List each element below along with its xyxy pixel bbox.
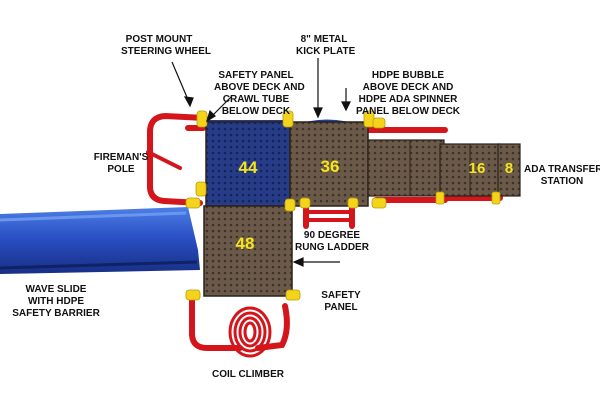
deck-48-label: 48 bbox=[236, 234, 255, 253]
label-kick-plate-line1: 8" METAL bbox=[300, 34, 348, 45]
label-hdpe-bubble-line3: HDPE ADA SPINNER bbox=[358, 94, 458, 105]
label-safety-panel: SAFETY PANEL bbox=[316, 290, 366, 314]
label-safety-panel-line1: SAFETY bbox=[321, 290, 361, 301]
deck-36: 36 bbox=[289, 121, 369, 207]
label-rung-ladder-line2: RUNG LADDER bbox=[295, 242, 369, 253]
label-safety-panel-line2: PANEL bbox=[324, 302, 358, 313]
label-wave-slide-line2: WITH HDPE bbox=[27, 296, 85, 307]
label-steering-wheel: POST MOUNT STEERING WHEEL bbox=[121, 34, 212, 58]
deck-44-label: 44 bbox=[239, 158, 258, 177]
label-ada-transfer-line1: ADA TRANSFER bbox=[524, 164, 600, 175]
label-coil-climber-line1: COIL CLIMBER bbox=[211, 369, 285, 380]
callout-arrows bbox=[171, 58, 351, 267]
label-wave-slide: WAVE SLIDE WITH HDPE SAFETY BARRIER bbox=[10, 284, 102, 320]
deck-44: 44 bbox=[205, 121, 291, 207]
label-ada-transfer: ADA TRANSFER STATION bbox=[524, 164, 600, 188]
label-kick-plate: 8" METAL KICK PLATE bbox=[296, 34, 356, 58]
label-safety-panel-crawl: SAFETY PANEL ABOVE DECK AND CRAWL TUBE B… bbox=[214, 70, 305, 118]
deck-8-label: 8 bbox=[505, 160, 513, 177]
label-safety-panel-crawl-line3: CRAWL TUBE bbox=[222, 94, 290, 105]
label-safety-panel-crawl-line1: SAFETY PANEL bbox=[218, 70, 294, 81]
coil-climber bbox=[228, 306, 272, 358]
ada-transfer-ramp: 16 8 bbox=[367, 139, 521, 197]
deck-48: 48 bbox=[203, 205, 293, 297]
label-coil-climber: COIL CLIMBER bbox=[200, 369, 296, 381]
label-wave-slide-line1: WAVE SLIDE bbox=[25, 284, 87, 295]
label-hdpe-bubble-line4: PANEL BELOW DECK bbox=[355, 106, 461, 117]
label-firemans-pole: FIREMAN'S POLE bbox=[92, 152, 150, 176]
label-ada-transfer-line2: STATION bbox=[540, 176, 584, 187]
label-hdpe-bubble: HDPE BUBBLE ABOVE DECK AND HDPE ADA SPIN… bbox=[352, 70, 464, 118]
label-safety-panel-crawl-line4: BELOW DECK bbox=[221, 106, 291, 117]
label-rung-ladder-line1: 90 DEGREE bbox=[303, 230, 361, 241]
label-hdpe-bubble-line1: HDPE BUBBLE bbox=[371, 70, 445, 81]
label-rung-ladder: 90 DEGREE RUNG LADDER bbox=[294, 230, 370, 254]
red-rail-frame bbox=[146, 112, 503, 351]
wave-slide bbox=[0, 207, 200, 274]
label-firemans-pole-line1: FIREMAN'S bbox=[93, 152, 149, 163]
label-steering-wheel-line1: POST MOUNT bbox=[125, 34, 193, 45]
label-steering-wheel-line2: STEERING WHEEL bbox=[121, 46, 212, 57]
label-firemans-pole-line2: POLE bbox=[107, 164, 135, 175]
label-safety-panel-crawl-line2: ABOVE DECK AND bbox=[214, 82, 305, 93]
label-wave-slide-line3: SAFETY BARRIER bbox=[12, 308, 100, 319]
label-kick-plate-line2: KICK PLATE bbox=[296, 46, 356, 57]
post-clamps bbox=[185, 110, 501, 301]
deck-16-label: 16 bbox=[469, 160, 486, 177]
deck-36-label: 36 bbox=[321, 157, 340, 176]
label-hdpe-bubble-line2: ABOVE DECK AND bbox=[362, 82, 454, 93]
